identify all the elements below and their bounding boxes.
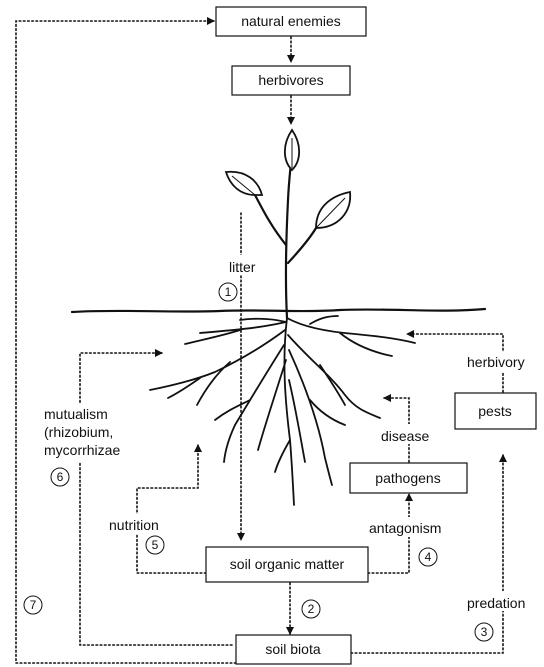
- label-mutualism-line2: (rhizobium,: [44, 424, 113, 440]
- label-antagonism: antagonism: [369, 520, 441, 536]
- svg-text:4: 4: [425, 550, 432, 564]
- svg-text:6: 6: [57, 470, 64, 484]
- marker-1: 1: [219, 283, 237, 301]
- marker-6: 6: [51, 468, 69, 486]
- arrow-soil-biota-to-enemies: [16, 21, 236, 663]
- label-litter: litter: [229, 259, 256, 275]
- label-disease: disease: [381, 428, 429, 444]
- left-leaf: [226, 172, 262, 195]
- node-soil-organic-matter-label: soil organic matter: [230, 556, 345, 572]
- marker-7: 7: [24, 596, 42, 614]
- node-pests-label: pests: [478, 403, 511, 419]
- arrow-mutualism: [80, 353, 232, 645]
- label-mutualism-line3: mycorrhizae: [44, 442, 120, 458]
- node-pathogens: pathogens: [350, 463, 467, 493]
- node-herbivores-label: herbivores: [258, 72, 323, 88]
- marker-5: 5: [146, 536, 164, 554]
- svg-text:1: 1: [225, 285, 232, 299]
- label-predation: predation: [467, 595, 525, 611]
- label-mutualism: mutualism: [44, 406, 108, 422]
- node-pathogens-label: pathogens: [375, 470, 440, 486]
- marker-2: 2: [302, 600, 320, 618]
- svg-text:2: 2: [308, 602, 315, 616]
- arrow-nutrition: [137, 445, 206, 573]
- node-soil-biota: soil biota: [236, 635, 351, 664]
- svg-text:3: 3: [481, 625, 488, 639]
- svg-text:7: 7: [30, 598, 37, 612]
- node-natural-enemies: natural enemies: [216, 7, 366, 36]
- node-pests: pests: [455, 393, 536, 429]
- marker-4: 4: [419, 548, 437, 566]
- svg-text:5: 5: [152, 538, 159, 552]
- marker-3: 3: [475, 623, 493, 641]
- node-soil-organic-matter: soil organic matter: [206, 547, 368, 582]
- node-soil-biota-label: soil biota: [265, 641, 320, 657]
- ground-line: [72, 309, 485, 312]
- label-nutrition: nutrition: [109, 517, 159, 533]
- node-herbivores: herbivores: [232, 66, 350, 95]
- label-herbivory: herbivory: [467, 354, 525, 370]
- node-natural-enemies-label: natural enemies: [241, 13, 341, 29]
- plant-stem: [286, 150, 292, 318]
